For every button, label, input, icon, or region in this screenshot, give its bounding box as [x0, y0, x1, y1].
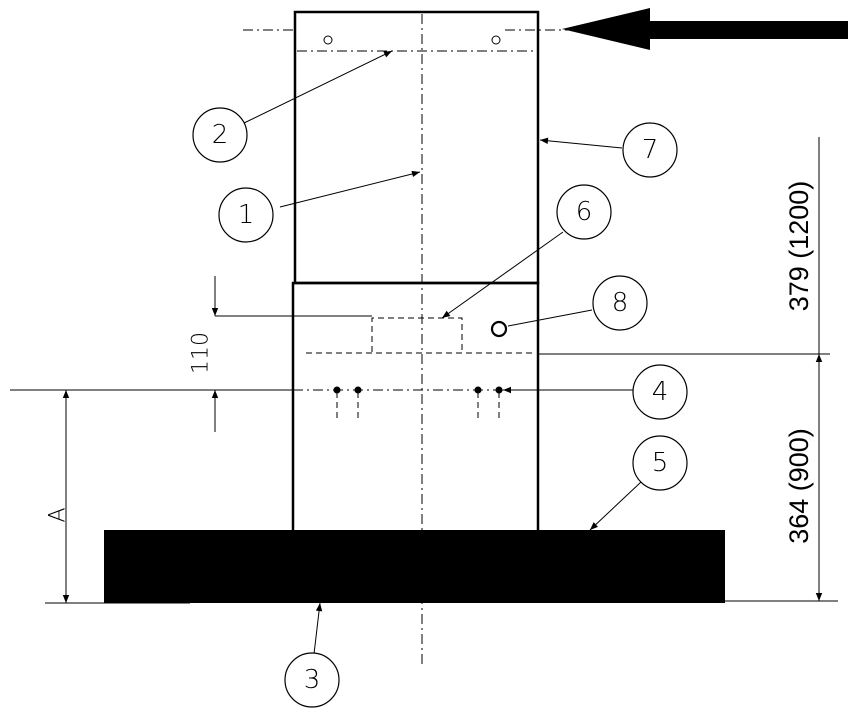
mounting-hole-left — [323, 35, 333, 45]
dimension-110: 110 — [189, 276, 219, 432]
direction-arrow — [562, 8, 848, 50]
svg-text:2: 2 — [212, 120, 229, 150]
callout-8: 8 — [592, 275, 648, 331]
svg-text:1: 1 — [238, 200, 255, 230]
dim-lower-label: 364 (900) — [784, 428, 814, 544]
svg-text:4: 4 — [652, 377, 669, 407]
upper-chimney — [243, 10, 570, 285]
dim-110-label: 110 — [189, 332, 214, 374]
svg-text:7: 7 — [642, 135, 659, 165]
callout-3: 3 — [284, 652, 340, 708]
dimension-lower: 364 (900) — [784, 354, 823, 601]
dim-a-label: A — [46, 507, 71, 522]
lower-cabinet — [291, 281, 540, 534]
mounting-hole-right — [491, 35, 501, 45]
callout-6: 6 — [556, 184, 612, 240]
callout-5: 5 — [632, 435, 688, 491]
svg-text:6: 6 — [576, 197, 593, 227]
svg-text:3: 3 — [304, 665, 321, 695]
callout-2: 2 — [192, 107, 248, 163]
dimension-a: A — [46, 390, 71, 603]
callout-4: 4 — [632, 364, 688, 420]
socket-circle — [490, 320, 508, 338]
callout-1: 1 — [218, 187, 274, 243]
svg-text:5: 5 — [652, 448, 669, 478]
hob-block — [104, 530, 725, 603]
dim-upper-label: 379 (1200) — [784, 181, 814, 312]
dimension-upper: 379 (1200) — [784, 137, 820, 354]
callout-7: 7 — [622, 122, 678, 178]
svg-text:8: 8 — [612, 288, 629, 318]
